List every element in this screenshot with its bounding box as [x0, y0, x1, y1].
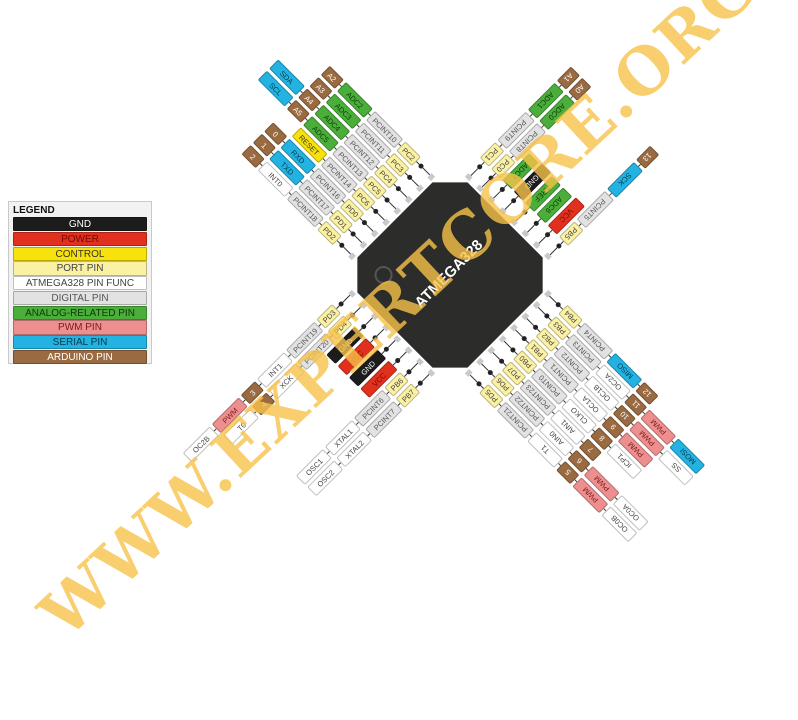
pin-wire	[526, 224, 535, 233]
pin-wire	[586, 377, 589, 381]
pin-wire	[529, 433, 533, 437]
pin-wire	[503, 362, 507, 366]
pin-wire	[549, 295, 558, 303]
pin-wire	[480, 384, 485, 389]
legend-item-arduino: ARDUINO PIN	[13, 350, 147, 365]
pin-pad	[348, 252, 356, 261]
pin-wire	[615, 406, 618, 409]
pin-wire	[559, 305, 564, 310]
legend-item-serial: SERIAL PIN	[13, 335, 147, 350]
legend-item-power: POWER	[13, 231, 147, 246]
legend-item-digital: DIGITAL PIN	[13, 290, 147, 306]
pin-wire	[549, 247, 558, 255]
pin-wire	[410, 363, 419, 371]
pin-wire	[552, 411, 556, 414]
legend-item-func: ATMEGA328 PIN FUNC	[13, 276, 147, 291]
pin-wire	[342, 295, 351, 303]
pin-label-serial: SCK	[606, 161, 643, 198]
pin-wire	[631, 422, 635, 426]
pin-wire	[563, 399, 567, 403]
pin-wire	[574, 388, 578, 392]
pin-wire	[642, 411, 646, 414]
pin-wire	[514, 351, 519, 355]
pin-wire	[376, 329, 385, 337]
pin-wire	[533, 369, 536, 373]
pin-wire	[515, 329, 524, 337]
pin-wire	[558, 462, 562, 466]
pin-wire	[481, 363, 490, 371]
pin-wire	[492, 373, 496, 378]
pin-pad	[427, 173, 436, 181]
pin-wire	[354, 306, 362, 315]
pin-pad	[359, 241, 368, 249]
legend-item-control: CONTROL	[13, 246, 147, 261]
pin-wire	[510, 392, 514, 395]
legend-item-analog: ANALOG-RELATED PIN	[13, 305, 147, 320]
legend-item-port: PORT PIN	[13, 261, 147, 276]
pin-wire	[504, 340, 512, 349]
pin-wire	[603, 507, 607, 511]
pin-label-func: OC2B	[183, 426, 220, 463]
pin-wire	[548, 317, 553, 321]
pin-wire	[399, 351, 408, 360]
pin-wire	[637, 383, 641, 387]
pin-wire	[586, 467, 589, 471]
pin-wire	[422, 374, 430, 383]
pin-wire	[574, 479, 578, 482]
pin-wire	[492, 351, 501, 360]
pin-wire	[608, 445, 612, 448]
pin-wire	[581, 440, 584, 443]
pin-wire	[544, 358, 548, 361]
pin-wire	[603, 417, 607, 421]
pin-wire	[615, 496, 618, 500]
pin-wire	[504, 201, 512, 210]
pin-pad	[382, 218, 390, 227]
legend-title: LEGEND	[13, 205, 55, 216]
pin-label-digital: PCINT5	[576, 190, 614, 228]
pin-wire	[537, 328, 541, 332]
pin-wire	[597, 365, 601, 369]
pin-wire	[578, 324, 582, 327]
pin-wire	[660, 451, 664, 455]
pin-wire	[481, 179, 490, 187]
pin-wire	[521, 380, 525, 384]
legend-item-gnd: GND	[13, 217, 147, 232]
pin-wire	[470, 374, 478, 383]
pin-wire	[592, 428, 596, 432]
pin-wire	[499, 403, 502, 407]
pin-pad	[404, 195, 413, 204]
pin-wire	[526, 317, 535, 326]
pin-wire	[540, 422, 544, 426]
pin-wire	[620, 433, 623, 437]
pin-wire	[515, 213, 524, 221]
pin-wire	[492, 190, 501, 199]
pin-wire	[538, 235, 546, 244]
pin-wire	[388, 340, 396, 349]
pin-wire	[555, 346, 559, 350]
pin-wire	[526, 339, 530, 344]
pin-wire	[671, 440, 675, 443]
pin-wire	[365, 317, 374, 326]
pin-pad	[393, 207, 402, 215]
pin-wire	[626, 394, 630, 398]
pin-wire	[569, 451, 573, 455]
pin-wire	[470, 167, 478, 176]
pin-wire	[608, 354, 612, 358]
pin-pad	[416, 184, 424, 193]
pin-pad	[370, 229, 379, 238]
pin-wire	[538, 306, 546, 315]
legend-item-pwm: PWM PIN	[13, 320, 147, 335]
pin-wire	[567, 335, 570, 339]
